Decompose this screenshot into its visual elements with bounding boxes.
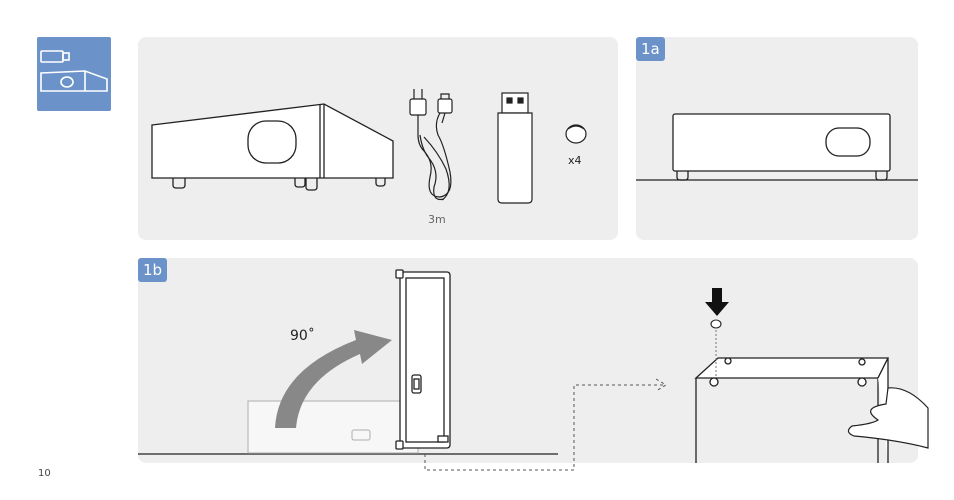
- rotate-and-attach-feet-illustration: [138, 258, 918, 488]
- projector-top-view: [696, 358, 888, 463]
- projector-flat-illustration: [636, 37, 918, 240]
- step-1b-panel: 1b: [138, 258, 918, 463]
- step-1a-panel: 1a: [636, 37, 918, 240]
- projector-ghost: [248, 401, 418, 453]
- dashed-connector: [425, 379, 666, 470]
- power-cable-illustration: [410, 89, 452, 200]
- projector-upright: [396, 270, 450, 449]
- projector-illustration: [138, 37, 618, 240]
- hand-illustration: [848, 388, 928, 448]
- cable-length-label: 3m: [428, 213, 446, 226]
- section-icon-tile: [37, 37, 111, 111]
- foot-pad-illustration: [566, 125, 586, 143]
- rotation-angle-label: 90˚: [290, 328, 315, 344]
- package-contents-panel: 3m x4: [138, 37, 618, 240]
- usb-dongle-illustration: [498, 93, 532, 203]
- feet-count-label: x4: [568, 154, 582, 167]
- page-number: 10: [38, 468, 51, 479]
- projector-with-dongle-icon: [37, 37, 111, 111]
